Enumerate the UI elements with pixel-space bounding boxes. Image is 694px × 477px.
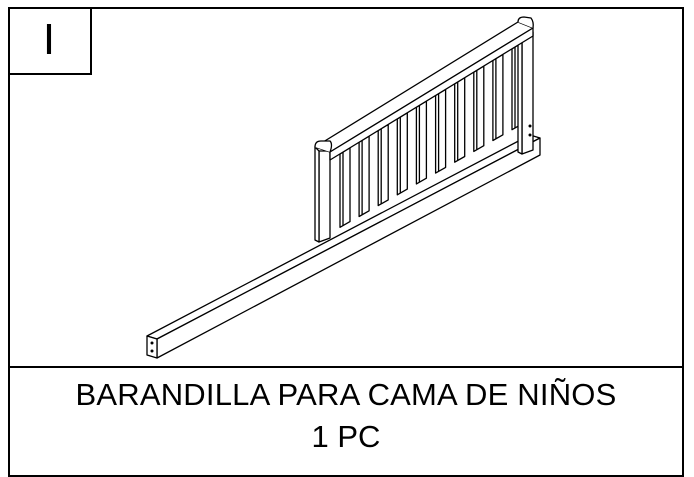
right-post-cap <box>517 16 534 29</box>
rail-slat <box>358 135 370 218</box>
left-post-front <box>318 150 331 243</box>
rail-slat <box>473 65 485 153</box>
part-letter: I <box>42 15 56 64</box>
caption-divider <box>8 366 684 368</box>
toddler-bed-rail-drawing-icon <box>146 16 541 359</box>
left-post-cap <box>314 140 333 153</box>
right-post-front <box>521 31 534 155</box>
bottom-rail-end-face <box>146 335 158 359</box>
rail-slat <box>492 53 504 142</box>
hole-icon <box>528 124 532 128</box>
part-letter-tag: I <box>8 7 92 75</box>
part-quantity: 1 PC <box>311 419 381 454</box>
rail-slat <box>396 112 408 196</box>
hole-icon <box>150 349 154 353</box>
part-name: BARANDILLA PARA CAMA DE NIÑOS <box>75 377 617 412</box>
left-post-side <box>314 146 320 243</box>
hole-icon <box>150 341 154 345</box>
rail-slat <box>454 77 466 163</box>
rail-slat <box>377 123 389 207</box>
right-post-side <box>517 27 523 155</box>
top-rail-front-face <box>329 27 534 161</box>
rail-slat <box>434 88 447 174</box>
rail-slat <box>415 100 428 185</box>
rail-slat <box>339 147 351 228</box>
part-caption: BARANDILLA PARA CAMA DE NIÑOS 1 PC <box>10 370 682 456</box>
hole-icon <box>528 133 532 137</box>
